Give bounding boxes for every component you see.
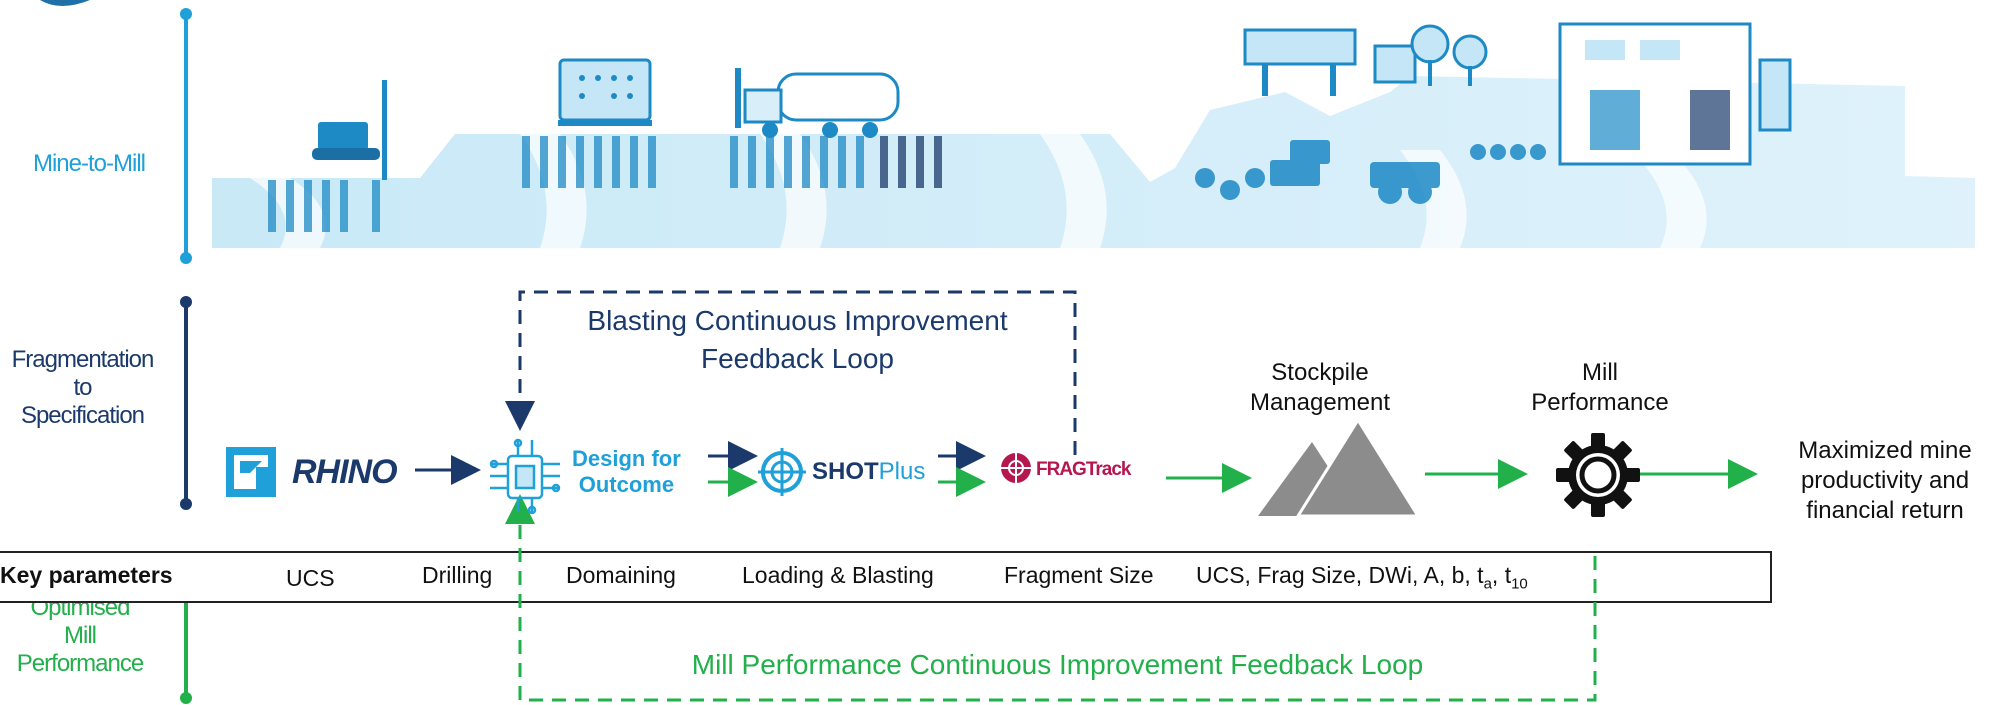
mine-to-mill-bar-top-dot <box>180 8 192 20</box>
key-parameters-label: Key parameters <box>0 562 173 588</box>
fragmentation-bar-bottom-dot <box>180 498 192 510</box>
outcome-line1: Maximized mine <box>1798 437 1972 464</box>
optimised-bar-bottom-dot <box>180 692 192 704</box>
circuit-icon <box>489 438 561 515</box>
excavator-icon <box>1195 140 1546 204</box>
blasting-loop-path <box>505 290 1077 455</box>
param-fragment-size: Fragment Size <box>1004 562 1154 588</box>
param-ucs: UCS <box>286 565 335 591</box>
rhino-logo: RHINO <box>292 453 398 491</box>
stockpile-label-line1: Stockpile <box>1271 359 1369 386</box>
fragmentation-label: Fragmentation to Specification <box>0 346 165 430</box>
mine-to-mill-bar-bottom-dot <box>180 252 192 264</box>
plant-icon <box>1243 22 1792 166</box>
key-parameters-row <box>0 551 1772 603</box>
param-sub-10: 10 <box>1511 575 1528 593</box>
param-mill-parameters-main: UCS, Frag Size, DWi, A, b, t <box>1196 562 1484 588</box>
target-icon <box>758 448 806 496</box>
rhino-logo-mark <box>226 447 276 497</box>
stockpile-label-line2: Management <box>1249 389 1391 416</box>
param-loading-blasting: Loading & Blasting <box>742 562 934 588</box>
control-panel-icon <box>558 58 652 126</box>
blasting-loop-title-line2: Feedback Loop <box>700 343 895 374</box>
design-for-outcome-logo: Design for Outcome <box>572 446 681 498</box>
fragmentation-bar <box>184 302 188 504</box>
logo-fragment <box>40 0 90 6</box>
optimised-label-line3: Performance <box>16 650 144 677</box>
param-mill-parameters: UCS, Frag Size, DWi, A, b, ta, t10 <box>1196 562 1528 593</box>
param-separator: , t <box>1491 562 1512 588</box>
mill-loop-path <box>505 494 1597 702</box>
stockpile-management-label: Stockpile Management <box>1220 358 1420 418</box>
shotplus-logo: SHOTPlus <box>812 458 925 486</box>
mountain-icon <box>1258 417 1421 518</box>
mine-to-mill-label: Mine-to-Mill <box>32 150 146 177</box>
optimised-bar <box>184 586 188 698</box>
design-for-outcome-line1: Design for <box>572 446 681 471</box>
mill-performance-line2: Performance <box>1531 389 1669 416</box>
fragmentation-label-line2: to <box>73 374 92 401</box>
param-domaining: Domaining <box>566 562 676 588</box>
fragtrack-logo-mark <box>1001 453 1031 483</box>
shotplus-logo-bold: SHOT <box>812 458 879 485</box>
blasting-loop-title: Blasting Continuous Improvement Feedback… <box>520 302 1075 378</box>
outcome-label: Maximized mine productivity and financia… <box>1780 436 1990 526</box>
fragmentation-label-line3: Specification <box>20 402 145 429</box>
fragmentation-label-line1: Fragmentation <box>11 346 155 373</box>
fragtrack-logo: FRAGTrack <box>1036 459 1131 480</box>
optimised-label-line2: Mill <box>64 622 97 649</box>
blasting-loop-title-line1: Blasting Continuous Improvement <box>587 305 1008 336</box>
truck-icon <box>735 68 900 138</box>
drill-rig-icon <box>312 80 387 180</box>
mill-loop-title: Mill Performance Continuous Improvement … <box>691 649 1424 680</box>
mill-performance-line1: Mill <box>1582 359 1618 386</box>
mine-to-mill-illustration <box>40 0 1975 248</box>
fragmentation-bar-top-dot <box>180 296 192 308</box>
outcome-line3: financial return <box>1806 497 1964 524</box>
shotplus-logo-light: Plus <box>878 458 926 485</box>
param-drilling: Drilling <box>422 562 493 588</box>
outcome-line2: productivity and <box>1800 467 1970 494</box>
param-sub-a: a <box>1483 575 1492 593</box>
mine-to-mill-bar <box>184 14 188 258</box>
mill-performance-label: Mill Performance <box>1500 358 1700 418</box>
design-for-outcome-line2: Outcome <box>578 472 675 497</box>
gear-icon <box>1556 433 1640 517</box>
